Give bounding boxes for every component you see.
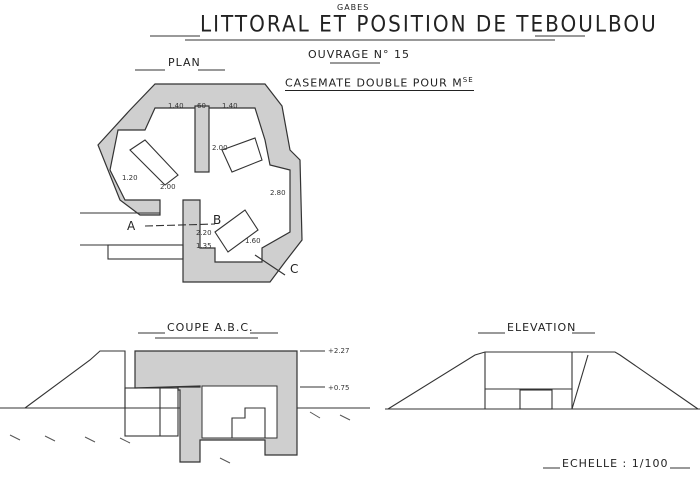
- elevation-drawing: [385, 351, 700, 410]
- dim-label: 60: [197, 102, 206, 110]
- dim-label: 2.00: [212, 144, 228, 152]
- plan-drawing: A B C 1.40 60 1.40 2.00 2.20 1.35 1.60 2…: [80, 83, 303, 283]
- dim-label: 2.20: [196, 229, 212, 237]
- region-label: GABES: [337, 3, 370, 12]
- section-mark-b: B: [213, 213, 221, 227]
- level-label-floor: +0.75: [328, 384, 349, 392]
- ouvrage-number: OUVRAGE N° 15: [308, 48, 410, 61]
- section-mark-c: C: [290, 262, 298, 276]
- dim-label: 1.40: [168, 102, 184, 110]
- title-underlines: [135, 35, 690, 469]
- section-mark-a: A: [127, 219, 136, 233]
- dim-label: 2.80: [270, 189, 286, 197]
- section-label: COUPE A.B.C.: [167, 321, 254, 334]
- scale-label: ECHELLE : 1/100: [562, 457, 669, 470]
- section-drawing: +2.27 +0.75: [0, 347, 370, 464]
- subtitle-superscript: SE: [462, 76, 474, 84]
- dim-label: 1.20: [122, 174, 138, 182]
- elevation-label: ELEVATION: [507, 321, 577, 334]
- drawing-title: LITTORAL ET POSITION DE TEBOULBOU: [200, 10, 658, 38]
- dim-label: 2.00: [160, 183, 176, 191]
- dim-label: 1.60: [245, 237, 261, 245]
- dim-label: 1.40: [222, 102, 238, 110]
- level-label-top: +2.27: [328, 347, 349, 355]
- subtitle: CASEMATE DOUBLE POUR MSE: [285, 76, 474, 91]
- plan-label: PLAN: [168, 56, 201, 69]
- subtitle-text: CASEMATE DOUBLE POUR M: [285, 76, 463, 90]
- dim-label: 1.35: [196, 242, 212, 250]
